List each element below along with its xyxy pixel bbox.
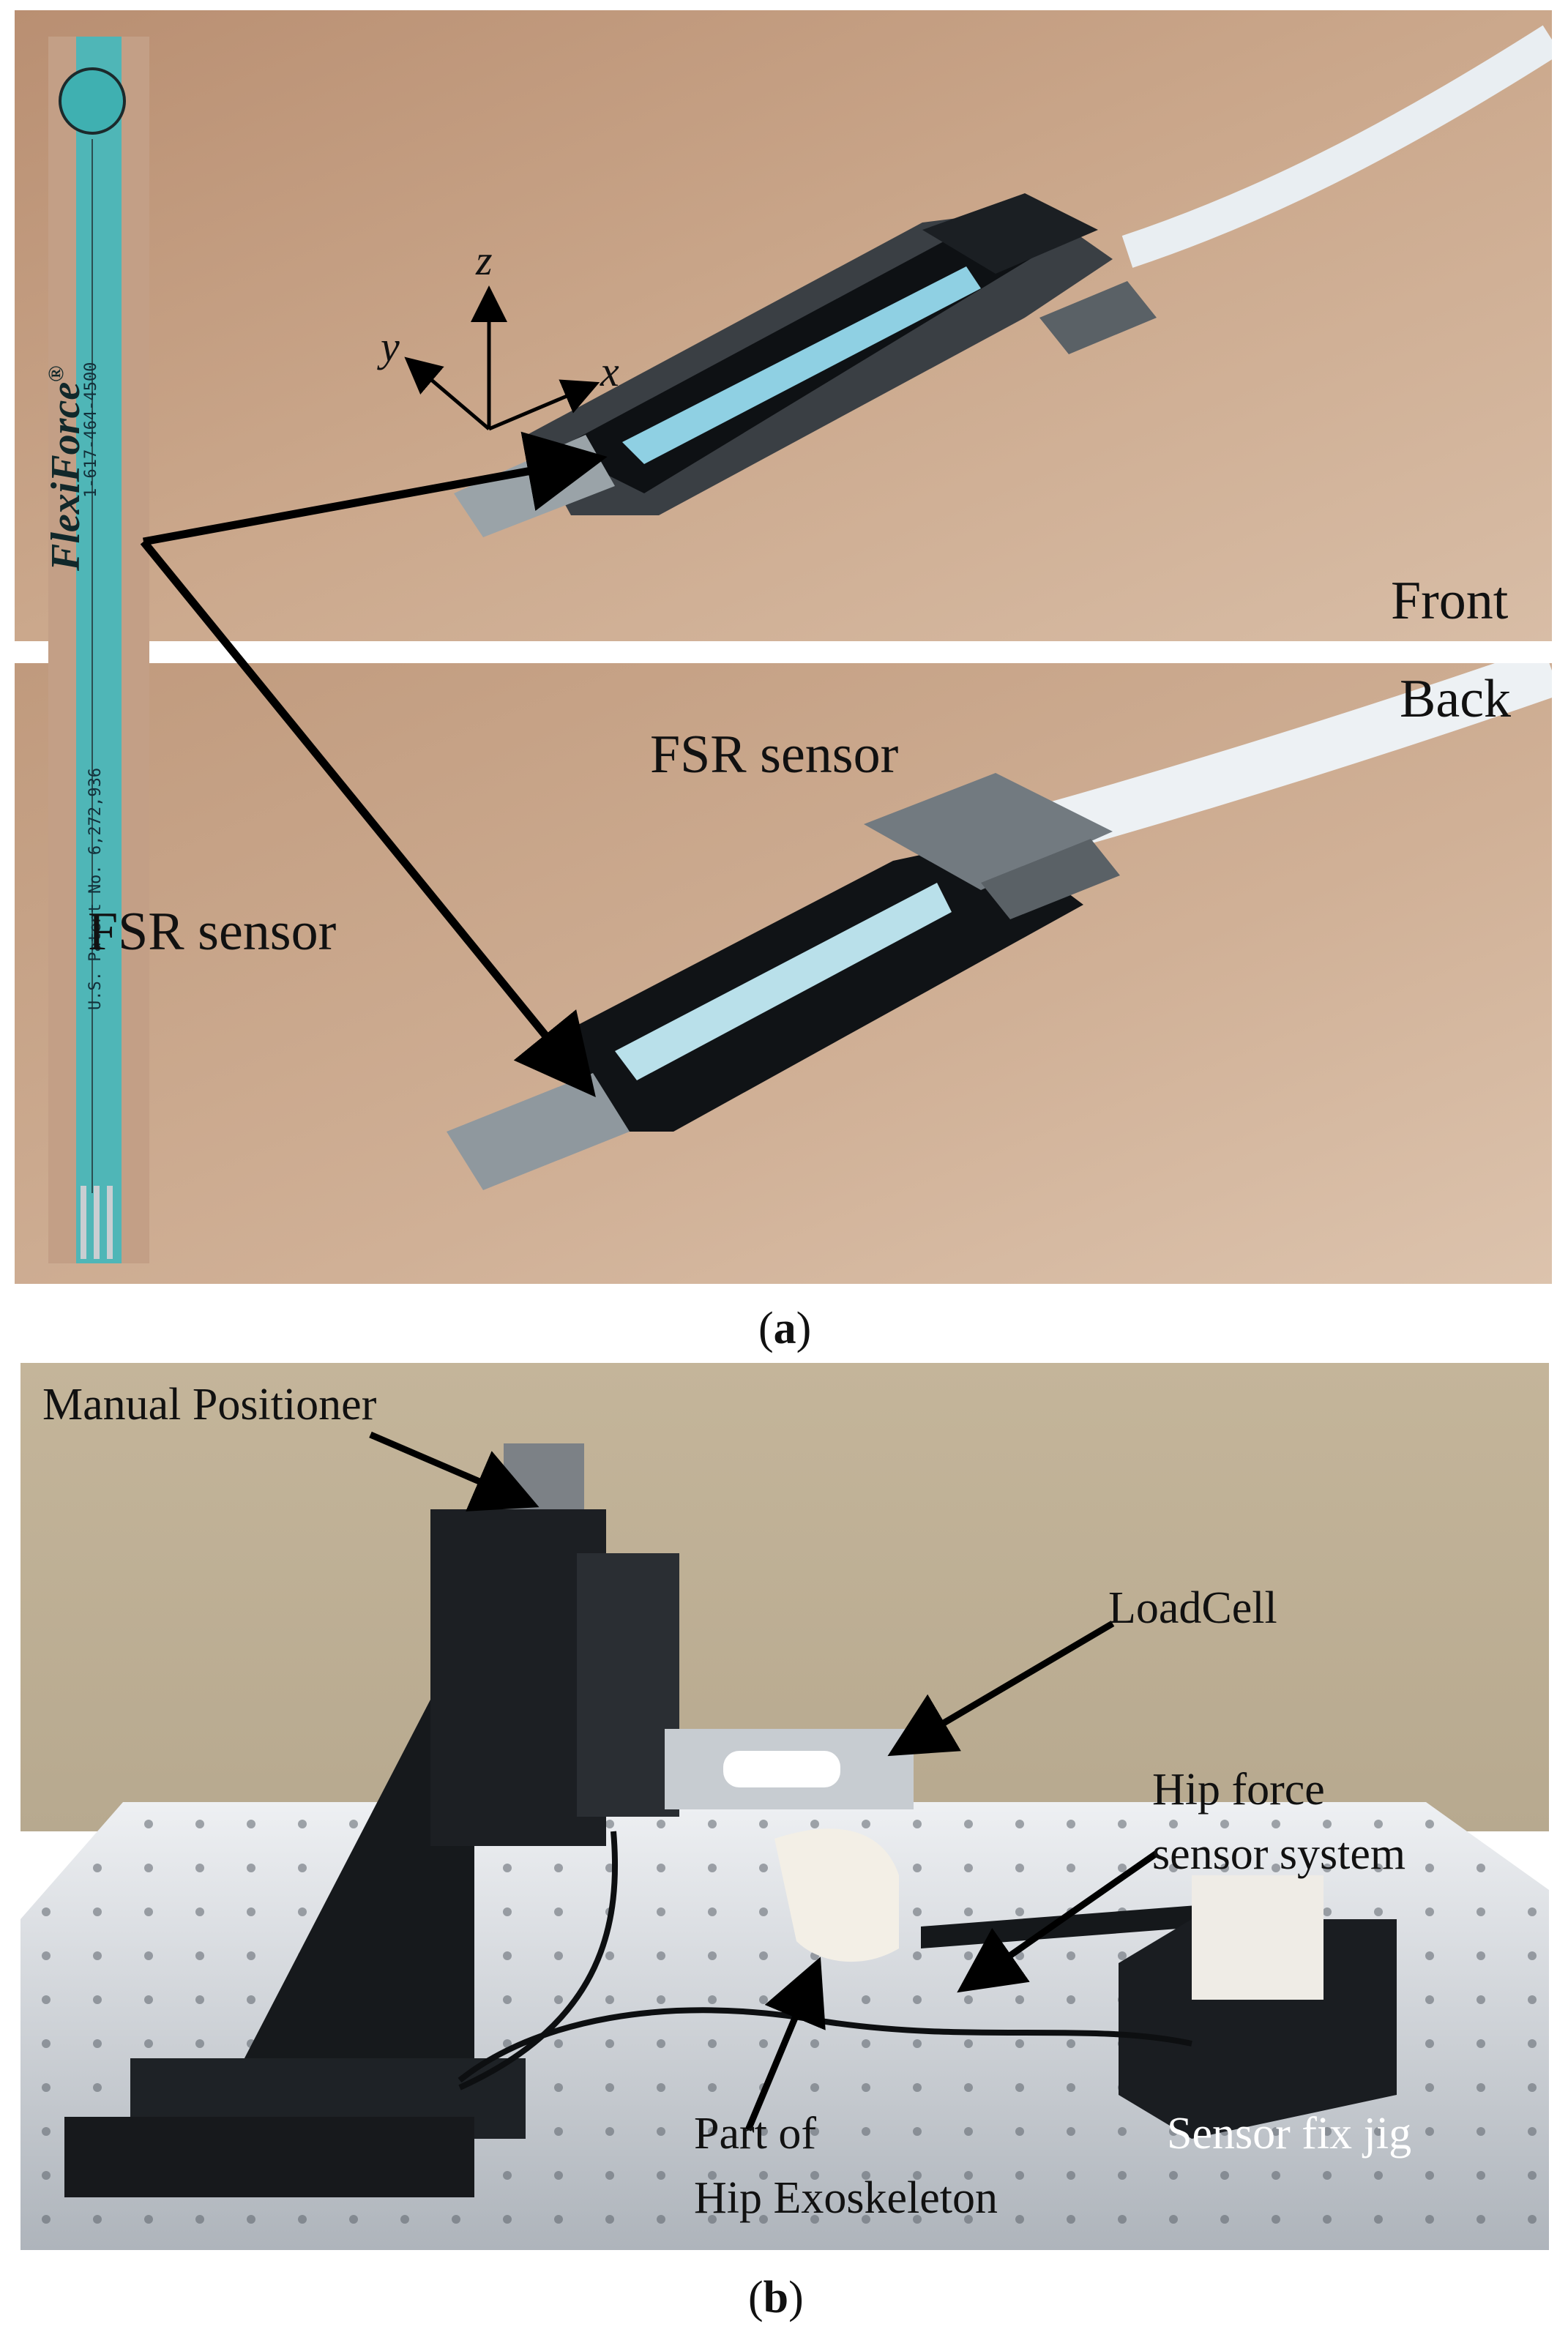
manual-positioner-stage [64, 1443, 679, 2197]
arrow-manual-positioner [369, 1431, 540, 1511]
label-hip-force-line2: sensor system [1152, 1829, 1406, 1879]
arrow-to-front-sensor [143, 431, 608, 546]
connector-pins [81, 1186, 113, 1259]
label-part-of: Part of [694, 2109, 817, 2159]
arrow-loadcell [887, 1621, 1115, 1757]
sensor-holder-back [447, 773, 1120, 1190]
arrow-hip-force-sensor [957, 1850, 1159, 1993]
photo-front [15, 10, 1552, 641]
arrow-to-back-sensor [140, 539, 596, 1098]
sensing-area [59, 67, 126, 135]
caption-b: (b) [748, 2273, 804, 2323]
label-manual-positioner: Manual Positioner [42, 1380, 377, 1430]
front-photo-graphic [15, 10, 1552, 641]
back-photo-graphic [15, 663, 1552, 1284]
caption-a: (a) [758, 1304, 812, 1353]
label-back: Back [1400, 669, 1512, 729]
label-sensor-fix-jig: Sensor fix jig [1167, 2109, 1412, 2159]
arrow-exoskeleton-part [744, 1957, 826, 2131]
label-front: Front [1391, 571, 1509, 631]
label-fsr-sensor-top: FSR sensor [650, 725, 899, 785]
annotation-arrows-a [140, 285, 608, 1098]
photo-back [15, 663, 1552, 1284]
strip-body [76, 37, 122, 1263]
label-hip-force-line1: Hip force [1152, 1765, 1325, 1815]
exoskeleton-part [774, 1828, 899, 1962]
sensor-fix-jig [1119, 1875, 1397, 2139]
label-fsr-sensor-left: FSR sensor [88, 902, 337, 962]
label-loadcell: LoadCell [1108, 1583, 1277, 1633]
sensor-cable-back [1032, 663, 1552, 856]
axis-label-x: x [600, 348, 619, 395]
sensor-holder-front [454, 193, 1157, 537]
flexiforce-strip [48, 37, 149, 1263]
axis-label-y: y [381, 323, 400, 370]
label-hip-exoskeleton: Hip Exoskeleton [694, 2173, 998, 2223]
axis-label-z: z [476, 236, 493, 284]
coordinate-axes [404, 285, 600, 431]
sensor-cable [1121, 25, 1552, 268]
